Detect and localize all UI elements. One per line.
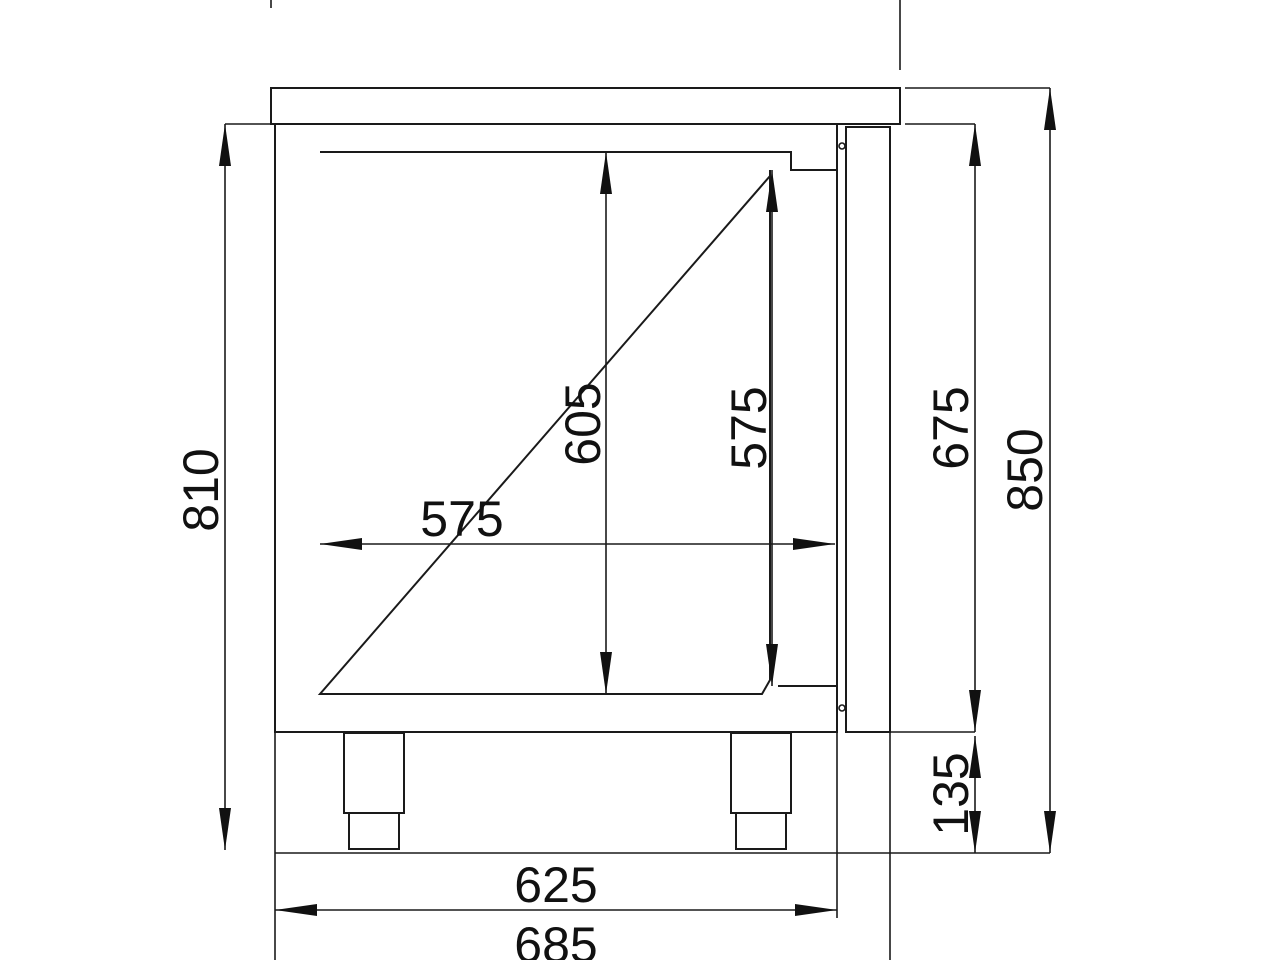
arrow-575h-right bbox=[793, 538, 835, 550]
arrow-605-bottom bbox=[600, 652, 612, 694]
label-575-vertical: 575 bbox=[721, 386, 777, 469]
arrow-810-bottom bbox=[219, 808, 231, 850]
cabinet-body bbox=[274, 123, 838, 733]
worktop bbox=[270, 87, 901, 125]
hinge-bottom bbox=[838, 704, 846, 712]
dimension-labels: 810 605 575 575 675 135 850 625 685 bbox=[173, 382, 1053, 960]
cabinet-structure bbox=[225, 0, 1050, 960]
label-605: 605 bbox=[555, 382, 611, 465]
door-panel bbox=[845, 126, 891, 733]
arrow-575v-bottom bbox=[766, 644, 778, 686]
label-135: 135 bbox=[923, 752, 979, 835]
label-685: 685 bbox=[514, 917, 597, 960]
arrow-135-top bbox=[969, 736, 981, 778]
label-850: 850 bbox=[997, 428, 1053, 511]
arrow-575h-left bbox=[320, 538, 362, 550]
interior-compartment bbox=[317, 151, 837, 695]
dimension-lines bbox=[219, 88, 1056, 916]
label-675: 675 bbox=[923, 386, 979, 469]
leg-front-upper bbox=[343, 732, 405, 814]
arrow-135-bottom bbox=[969, 811, 981, 853]
arrow-625-left bbox=[275, 904, 317, 916]
leg-rear-upper bbox=[730, 732, 792, 814]
label-810: 810 bbox=[173, 448, 229, 531]
arrow-605-top bbox=[600, 152, 612, 194]
arrow-675-bottom bbox=[969, 690, 981, 732]
label-575-horizontal: 575 bbox=[420, 491, 503, 547]
label-625: 625 bbox=[514, 857, 597, 913]
hinge-top bbox=[838, 142, 846, 150]
arrow-850-bottom bbox=[1044, 811, 1056, 853]
arrow-675-top bbox=[969, 124, 981, 166]
leg-front-foot bbox=[348, 812, 400, 850]
arrow-575v-top bbox=[766, 170, 778, 212]
leg-rear-foot bbox=[735, 812, 787, 850]
arrow-625-right bbox=[795, 904, 837, 916]
arrow-850-top bbox=[1044, 88, 1056, 130]
arrow-810-top bbox=[219, 124, 231, 166]
